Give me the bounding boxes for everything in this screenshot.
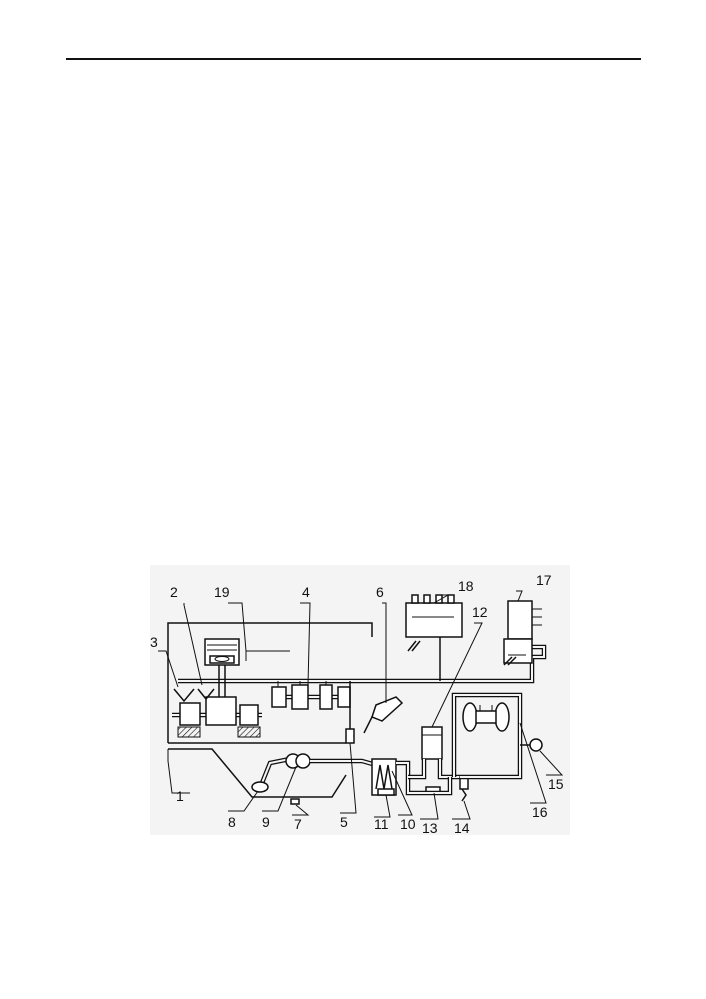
leader-3: [158, 650, 179, 688]
leader-14: [452, 800, 471, 820]
callout-1: 1: [176, 788, 184, 804]
camshaft: [271, 681, 351, 710]
callout-10: 10: [400, 816, 416, 832]
callout-4: 4: [302, 584, 310, 600]
leader-6: [382, 602, 387, 703]
piston-assembly: [204, 638, 240, 697]
callout-6: 6: [376, 584, 384, 600]
engine-block: [167, 622, 373, 744]
callout-5: 5: [340, 814, 348, 830]
turbocharger: [451, 692, 523, 780]
callout-13: 13: [422, 820, 438, 835]
leader-18: [433, 594, 450, 604]
diagram-svg: 2 19 4 6 18 17 12 3 1 8 9 7 5 10 11 13 1…: [150, 572, 564, 836]
auxiliary-unit-18: [405, 594, 463, 681]
callout-7: 7: [294, 816, 302, 832]
callout-12: 12: [472, 604, 488, 620]
callout-11: 11: [374, 816, 389, 832]
rocker-oil-line: [245, 650, 290, 661]
callout-19: 19: [214, 584, 230, 600]
leader-15: [539, 750, 564, 776]
leader-5: [340, 742, 357, 814]
leader-10: [391, 770, 413, 816]
callout-3: 3: [150, 634, 158, 650]
leader-13: [420, 792, 439, 820]
oil-pan: [167, 748, 347, 798]
callout-8: 8: [228, 814, 236, 830]
callout-16: 16: [532, 804, 548, 820]
callout-labels: 2 19 4 6 18 17 12 3 1 8 9 7 5 10 11 13 1…: [150, 572, 564, 836]
auxiliary-unit-17: [503, 600, 542, 666]
leader-19: [228, 602, 247, 652]
header-rule: [66, 58, 641, 60]
leader-2: [183, 603, 203, 686]
callout-9: 9: [262, 814, 270, 830]
callout-2: 2: [170, 584, 178, 600]
leader-1: [167, 760, 190, 794]
lubrication-system-diagram: 2 19 4 6 18 17 12 3 1 8 9 7 5 10 11 13 1…: [150, 565, 570, 836]
leader-16: [519, 722, 547, 804]
leader-8: [228, 790, 259, 812]
oil-cooler: [371, 758, 412, 796]
leader-9: [262, 766, 297, 812]
leader-11: [374, 794, 391, 818]
oil-filler-neck: [363, 696, 404, 734]
callout-17: 17: [536, 572, 552, 588]
leader-4: [300, 602, 311, 686]
leader-12: [431, 622, 483, 728]
main-oil-gallery: [178, 644, 547, 684]
crankshaft: [172, 688, 262, 738]
callout-15: 15: [548, 776, 564, 792]
leader-lines: [158, 590, 564, 820]
pressure-gauge: [520, 738, 543, 752]
callout-14: 14: [454, 820, 470, 835]
leader-7: [292, 804, 310, 816]
callout-18: 18: [458, 578, 474, 594]
pressure-valves: [412, 776, 469, 802]
leader-17: [516, 590, 523, 602]
